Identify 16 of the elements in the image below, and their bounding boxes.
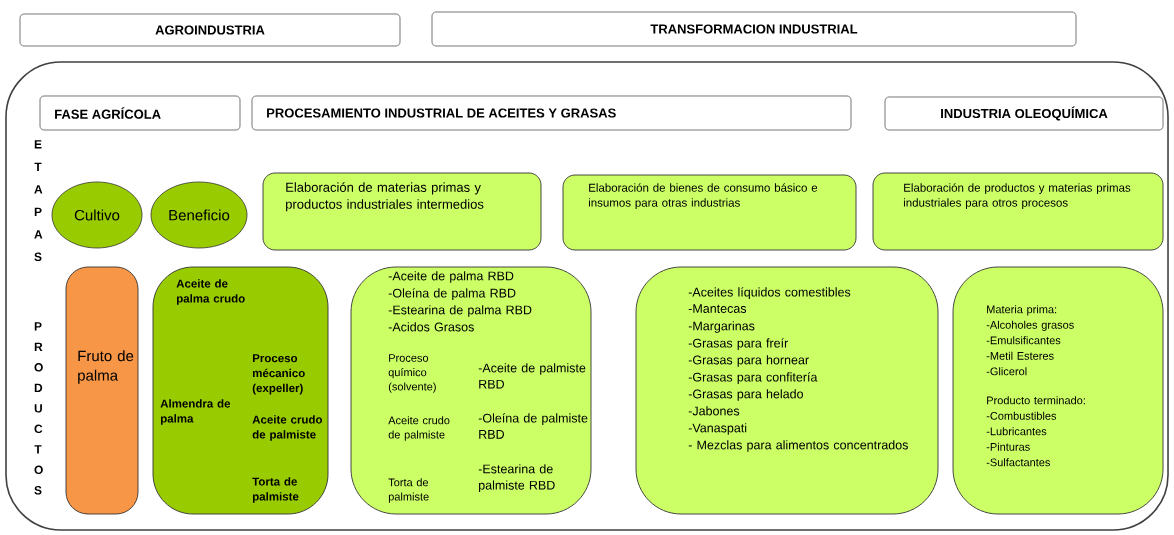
- header-box: TRANSFORMACION INDUSTRIAL: [431, 11, 1077, 47]
- stage-box: Elaboración de bienes de consumo básico e insumos para otras industrias: [562, 174, 857, 251]
- rounded-frame: [5, 61, 1169, 531]
- stage-header-box: FASE AGRÍCOLA: [39, 95, 241, 131]
- product-column: Materia prima: -Alcoholes grasos -Emulsificantes -Metil Esteres -Glicerol Producto terminado: -Combustibles -Lubricantes -Pinturas -Sulfactantes: [952, 266, 1164, 515]
- vertical-label: PRODUCTOS: [34, 322, 43, 495]
- stage-header-box: PROCESAMIENTO INDUSTRIAL DE ACEITES Y GRASAS: [251, 95, 852, 131]
- header-box: AGROINDUSTRIA: [19, 13, 401, 47]
- product-column: -Aceite de palma RBD -Oleína de palma RBD -Estearina de palma RBD -Acidos Grasos Proceso químico (solvente) Aceite crudo de palmiste Torta de palmiste -Aceite de palmiste RBD -Oleína de palmiste RBD -Estearina de palmiste RBD: [350, 266, 592, 515]
- product-column: Fruto de palma: [65, 266, 139, 515]
- product-column: Aceite de palma crudo Almendra de palma Proceso mécanico (expeller) Aceite crudo de palmiste Torta de palmiste: [152, 266, 329, 515]
- stage-header-box: INDUSTRIA OLEOQUÍMICA: [884, 96, 1164, 131]
- product-column: -Aceites líquidos comestibles -Mantecas -Margarinas -Grasas para freír -Grasas para hornear -Grasas para confitería -Grasas para helado -Jabones -Vanaspati - Mezclas para alimentos concentrados: [635, 266, 939, 515]
- stage-box: Elaboración de productos y materias primas industriales para otros procesos: [872, 172, 1164, 251]
- stage-box: Elaboración de materias primas y productos industriales intermedios: [262, 172, 542, 251]
- vertical-label: ETAPAS: [34, 140, 43, 262]
